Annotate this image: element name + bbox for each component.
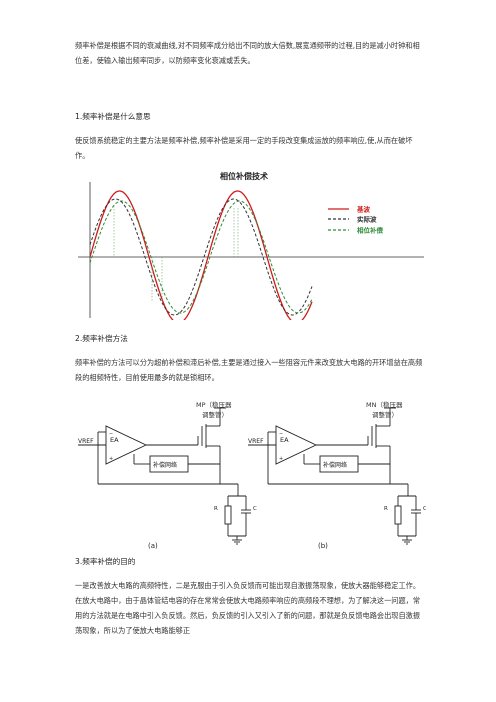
section1-paragraph: 使反馈系统稳定的主要方法是频率补偿,频率补偿是采用一定的手段改变集成运放的频率响… xyxy=(75,136,413,160)
amp-label: EA xyxy=(110,436,119,444)
legend-label-fundamental: 基波 xyxy=(356,205,371,214)
error-amplifier xyxy=(105,425,148,465)
amp-minus: − xyxy=(109,431,113,437)
transistor-label-2: 调整管） xyxy=(202,410,228,419)
amp-plus: + xyxy=(109,456,113,462)
section2-heading: 2.频率补偿方法 xyxy=(75,334,128,343)
error-amplifier xyxy=(275,425,318,465)
phase-compensation-figure: 相位补偿技术 基波 实际波 相位补偿 xyxy=(78,171,424,320)
figure-title: 相位补偿技术 xyxy=(220,171,268,181)
legend-label-actual: 实际波 xyxy=(357,215,377,224)
transistor-label-2: 调整管） xyxy=(372,410,398,419)
marker-lines xyxy=(113,206,239,302)
wave-fundamental xyxy=(89,190,313,320)
waveforms xyxy=(89,190,313,320)
resistor-label: R xyxy=(214,506,218,512)
network-label: 补偿网络 xyxy=(153,461,177,469)
section1-heading: 1.频率补偿是什么意思 xyxy=(75,112,151,121)
section3-heading: 3.频率补偿的目的 xyxy=(75,557,136,566)
vref-label: VREF xyxy=(248,438,264,445)
amp-minus: − xyxy=(279,431,283,437)
amp-plus: + xyxy=(279,456,283,462)
legend: 基波 实际波 相位补偿 xyxy=(328,205,384,235)
transistor-label: MP（稳压器 xyxy=(196,400,232,409)
resistor xyxy=(224,505,232,525)
capacitor-label: C xyxy=(423,506,426,512)
circuit-caption: (b) xyxy=(318,542,328,550)
wave-actual xyxy=(89,198,313,316)
vref-label: VREF xyxy=(78,438,94,445)
legend-label-compensated: 相位补偿 xyxy=(357,226,384,235)
amp-label: EA xyxy=(280,436,289,444)
resistor-label: R xyxy=(384,506,388,512)
circuit-caption: (a) xyxy=(148,542,158,550)
intro-paragraph: 频率补偿是根据不同的衰减曲线,对不同频率成分给出不同的放大倍数,展宽通频带的过程… xyxy=(75,41,420,65)
transistor-label: MN（稳压器 xyxy=(366,400,403,409)
section2-paragraph: 频率补偿的方法可以分为超前补偿和滞后补偿,主要是通过接入一些阻容元件来改变放大电… xyxy=(75,358,423,382)
network-label: 补偿网络 xyxy=(323,461,347,469)
resistor xyxy=(394,505,402,525)
section3-paragraph: 一是改善放大电路的高频特性，二是克服由于引入负反馈而可能出现自激振荡现象，使放大… xyxy=(75,581,421,635)
wave-compensated xyxy=(89,200,313,314)
capacitor-label: C xyxy=(253,506,257,512)
